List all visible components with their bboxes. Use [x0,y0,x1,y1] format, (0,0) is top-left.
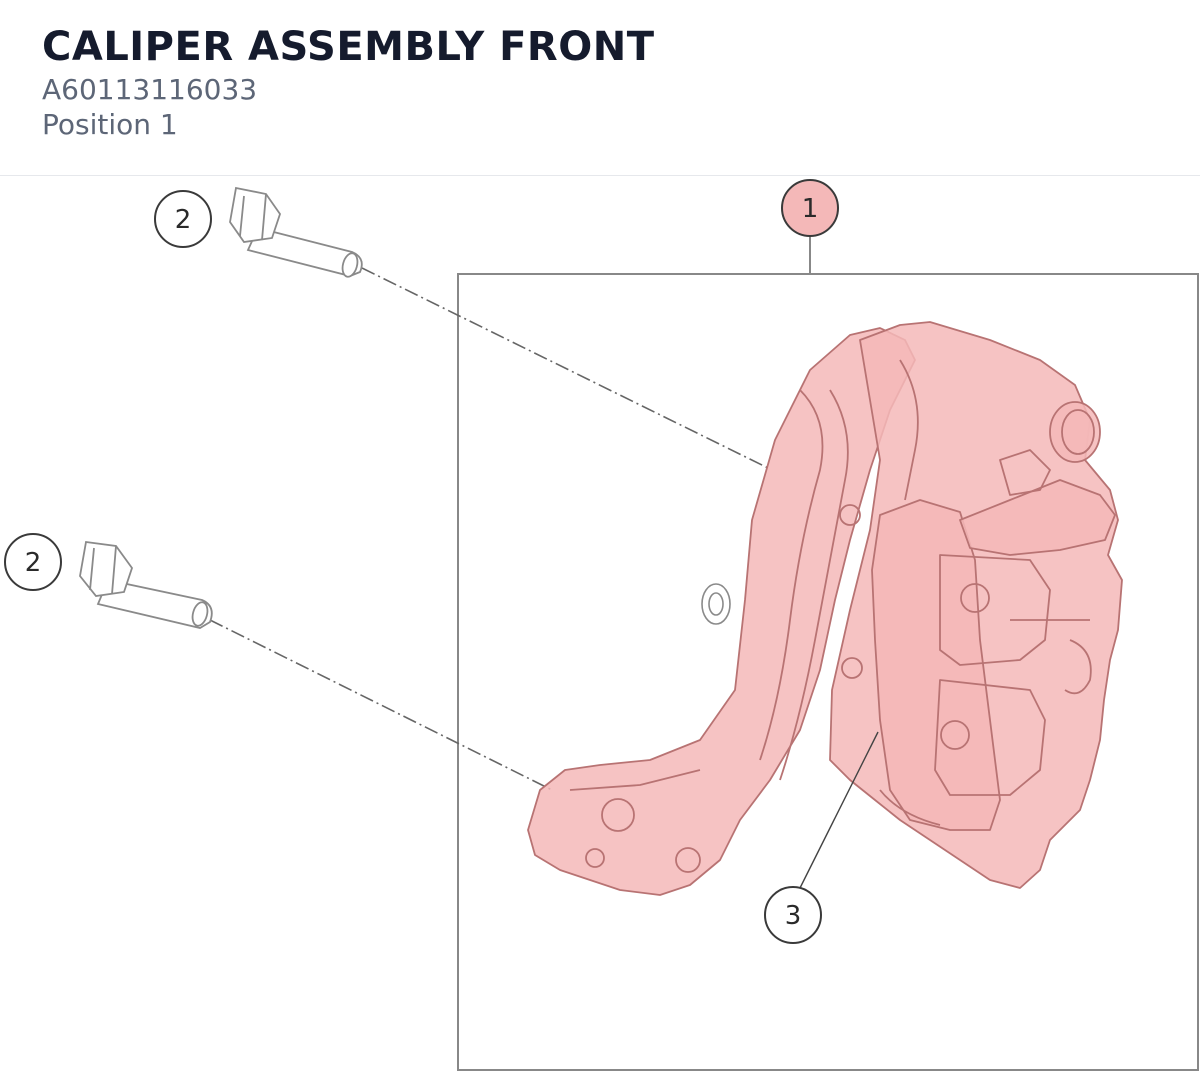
part-number: A60113116033 [42,73,258,106]
bleed-fitting [701,583,731,625]
header: CALIPER ASSEMBLY FRONT A60113116033 Posi… [0,0,1200,176]
assembly-frame [457,273,1199,1071]
callout-3-label: 3 [785,901,802,931]
callout-2-lower[interactable]: 2 [4,533,62,591]
callout-3-leader [799,731,879,889]
callout-3[interactable]: 3 [764,886,822,944]
callout-2-lower-label: 2 [25,548,42,578]
bolt-upper[interactable] [229,186,363,278]
page-title: CALIPER ASSEMBLY FRONT [42,24,655,70]
caliper-body[interactable] [527,321,1123,896]
exploded-parts-diagram[interactable]: 1 2 2 3 [0,176,1200,1072]
callout-1[interactable]: 1 [781,179,839,237]
bolt-2-assembly-line [209,619,553,791]
bolt-lower[interactable] [79,540,213,629]
bolt-1-assembly-line [361,267,769,469]
position-label: Position 1 [42,108,178,141]
callout-2-upper-label: 2 [175,205,192,235]
callout-2-upper[interactable]: 2 [154,190,212,248]
callout-1-label: 1 [802,194,819,224]
